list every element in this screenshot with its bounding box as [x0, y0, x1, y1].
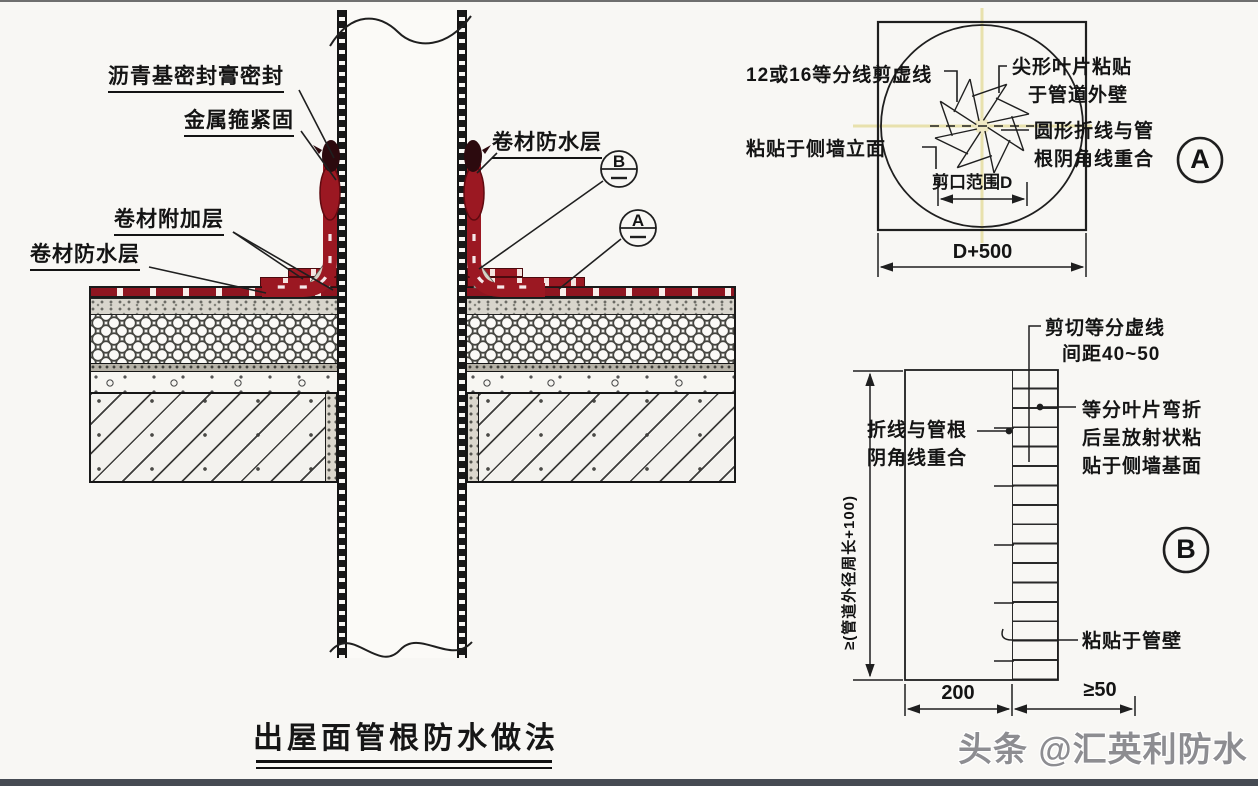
detail-a-linework	[876, 20, 1224, 277]
annular-fill-right	[467, 392, 479, 483]
detail-a-label-fold-1: 圆形折线与管	[1034, 121, 1155, 142]
detail-bubbles	[600, 150, 657, 247]
membrane-additional-step-left-2	[288, 268, 337, 277]
detail-b-label-cut-2: 间距40~50	[1062, 344, 1161, 365]
detail-a-dim-width: D+500	[952, 241, 1013, 263]
title-underline-1	[256, 760, 552, 763]
bubble-b-letter: B	[612, 152, 626, 171]
bubble-a-letter: A	[631, 211, 645, 230]
leader-lines	[148, 89, 622, 294]
screed-layer-right	[467, 298, 735, 314]
bottom-edge-band	[0, 779, 1258, 786]
structural-slab-right	[479, 392, 735, 483]
structural-slab-left	[90, 392, 325, 483]
pipe-wall-right	[457, 10, 467, 658]
membrane-additional-step-right-2	[467, 268, 523, 277]
detail-a-label-blade-1: 尖形叶片粘贴	[1012, 57, 1133, 78]
label-sealant: 沥青基密封膏密封	[108, 60, 284, 93]
pipe-bore	[347, 10, 457, 658]
roof-edge-right	[734, 286, 736, 483]
detail-a-label-fold-2: 根阴角线重合	[1034, 149, 1155, 170]
detail-b-dim-200: 200	[941, 682, 975, 704]
screed-layer-left	[90, 298, 337, 314]
detail-a-label-blade-2: 于管道外壁	[1028, 85, 1129, 106]
leveling-layer-right	[467, 372, 735, 392]
detail-b-label-cut-1: 剪切等分虚线	[1045, 318, 1166, 339]
detail-a-badge: A	[1190, 144, 1210, 174]
detail-b-badge: B	[1176, 534, 1196, 564]
detail-b-label-radial-1: 等分叶片弯折	[1082, 400, 1203, 421]
roof-edge-left	[89, 286, 91, 483]
detail-b-label-radial-3: 贴于侧墙基面	[1082, 456, 1203, 477]
label-membrane-additional: 卷材附加层	[114, 203, 224, 236]
label-membrane-left: 卷材防水层	[30, 238, 140, 271]
label-membrane-right: 卷材防水层	[492, 126, 602, 159]
separation-strip-right	[467, 363, 735, 372]
detail-b-label-radial-2: 后呈放射状粘	[1082, 428, 1203, 449]
membrane-flashing	[262, 140, 545, 297]
detail-a-label-division: 12或16等分线剪虚线	[746, 65, 933, 86]
pipe-wall-left	[337, 10, 347, 658]
insulation-layer-right	[467, 314, 735, 363]
detail-b-dim-50: ≥50	[1083, 679, 1117, 701]
detail-b-linework	[853, 325, 1210, 716]
insulation-layer-left	[90, 314, 337, 363]
leveling-layer-left	[90, 372, 337, 392]
watermark: 头条 @汇英利防水	[958, 731, 1248, 769]
detail-b-dim-height: ≥(管道外径周长+100)	[841, 494, 858, 650]
detail-a-dim-cut-range: 剪口范围D	[932, 173, 1013, 192]
title-underline-2	[256, 767, 552, 769]
detail-b-label-fold-1: 折线与管根	[867, 420, 968, 441]
detail-b-label-fold-2: 阴角线重合	[867, 448, 968, 469]
annular-fill-left	[325, 392, 337, 483]
detail-b-label-pipe-wall: 粘贴于管壁	[1082, 631, 1183, 652]
pipe-break-lines	[329, 15, 473, 658]
detail-a-label-side-wall: 粘贴于侧墙立面	[746, 139, 887, 160]
top-edge-band	[0, 0, 1258, 2]
separation-strip-left	[90, 363, 337, 372]
drawing-title: 出屋面管根防水做法	[253, 722, 559, 755]
label-metal-clamp: 金属箍紧固	[184, 104, 294, 137]
